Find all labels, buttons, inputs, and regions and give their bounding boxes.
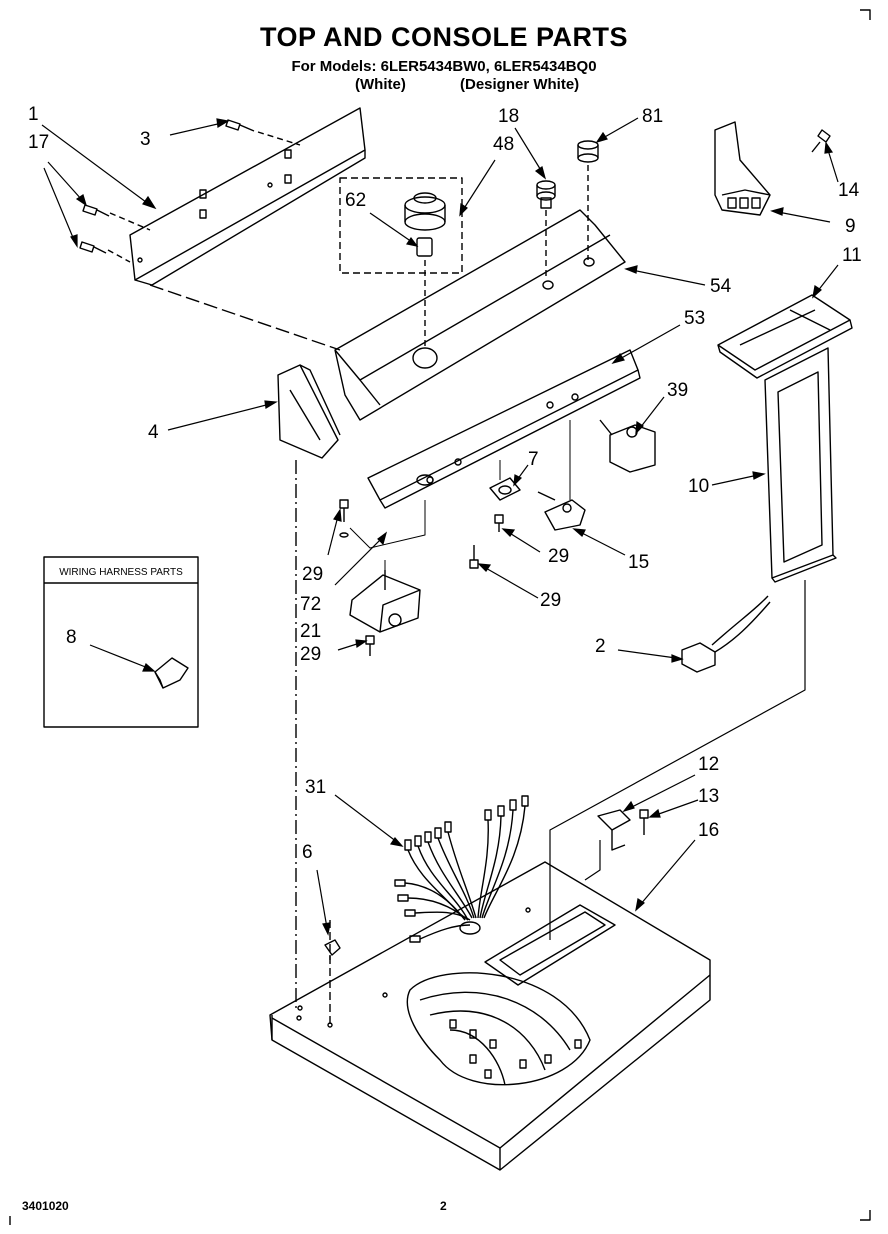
callout-7: 7 <box>528 449 539 470</box>
callout-29c: 29 <box>540 590 561 611</box>
bracket-12-part <box>597 809 631 851</box>
callout-14: 14 <box>838 180 860 201</box>
screw-icon <box>79 241 107 254</box>
callout-18: 18 <box>498 106 519 127</box>
callout-labels: 1 17 3 48 18 81 14 9 62 54 11 53 4 39 7 … <box>28 104 862 863</box>
callout-62: 62 <box>345 190 366 211</box>
callout-6: 6 <box>302 842 313 863</box>
top-cover-part <box>269 861 711 1171</box>
callout-9: 9 <box>845 216 856 237</box>
callout-2: 2 <box>595 636 606 657</box>
page-number: 2 <box>440 1199 447 1213</box>
callout-81: 81 <box>642 106 663 127</box>
end-cap-9-part <box>714 121 771 216</box>
end-cap-4-part <box>277 364 341 459</box>
callout-4: 4 <box>148 422 159 443</box>
lint-cover-part <box>717 294 853 379</box>
callout-10: 10 <box>688 476 709 497</box>
callout-54: 54 <box>710 276 732 297</box>
callout-53: 53 <box>684 308 705 329</box>
callout-29d: 29 <box>300 644 321 665</box>
color-designer-label: (Designer White) <box>460 76 580 93</box>
screw-icon <box>639 809 649 835</box>
callout-48: 48 <box>493 134 514 155</box>
corner-mark <box>860 1210 871 1221</box>
callout-39: 39 <box>667 380 688 401</box>
switch-39-part <box>599 419 656 473</box>
inset-title: WIRING HARNESS PARTS <box>59 567 183 578</box>
callout-29b: 29 <box>548 546 569 567</box>
clip-6-part <box>324 939 341 960</box>
wiring-harness-inset <box>43 556 199 728</box>
callout-11: 11 <box>842 245 862 266</box>
knob-assembly-box <box>339 177 463 274</box>
corner-mark <box>860 9 871 20</box>
rear-bracket-part <box>129 107 366 286</box>
knob-18-part <box>536 180 556 209</box>
color-white-label: (White) <box>355 76 406 93</box>
callout-12: 12 <box>698 754 719 775</box>
callout-72: 72 <box>300 594 321 615</box>
callout-15: 15 <box>628 552 649 573</box>
callout-13: 13 <box>698 786 719 807</box>
screw-icon <box>494 514 504 532</box>
screw-icon <box>469 545 479 569</box>
callout-21: 21 <box>300 621 321 642</box>
timer-part <box>349 570 421 633</box>
callout-8: 8 <box>66 627 77 648</box>
screw-icon <box>365 635 375 656</box>
harness-connector-8-part <box>154 657 189 689</box>
document-number: 3401020 <box>22 1199 69 1213</box>
wire-harness-31-part <box>394 795 529 943</box>
clip-7-part <box>489 477 521 501</box>
knob-81-part <box>577 140 599 163</box>
lint-chute-frame-part <box>764 347 837 583</box>
callout-3: 3 <box>140 129 151 150</box>
screw-icon <box>339 499 349 538</box>
callout-29a: 29 <box>302 564 323 585</box>
callout-16: 16 <box>698 820 719 841</box>
callout-arrows <box>41 117 839 936</box>
callout-31: 31 <box>305 777 326 798</box>
knob-part <box>404 192 446 257</box>
models-line: For Models: 6LER5434BW0, 6LER5434BQ0 <box>291 58 597 75</box>
harness-plug-2-part <box>681 595 771 673</box>
callout-1: 1 <box>28 104 39 125</box>
control-rail-part <box>367 349 641 509</box>
console-panel-part <box>334 209 626 421</box>
callout-17: 17 <box>28 132 49 153</box>
switch-15-part <box>537 491 586 531</box>
screw-icon <box>82 204 110 217</box>
screw-icon <box>225 119 255 132</box>
page-title: TOP AND CONSOLE PARTS <box>259 22 629 52</box>
